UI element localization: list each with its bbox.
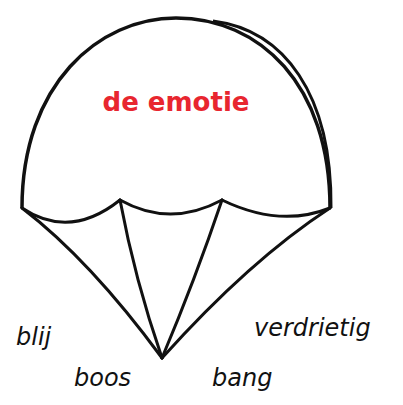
parachute-cord <box>120 200 162 358</box>
emotion-word: bang <box>212 365 272 391</box>
emotion-heading: de emotie <box>103 87 250 117</box>
emotion-word: blij <box>16 324 51 350</box>
emotion-word: verdrietig <box>254 315 371 341</box>
canopy-dome <box>22 18 330 208</box>
parachute-canopy: de emotie <box>22 16 330 210</box>
emotion-word: boos <box>74 365 131 391</box>
canopy-scallop <box>120 200 222 214</box>
parachute-cord <box>162 200 222 358</box>
canopy-scallop <box>222 200 330 216</box>
